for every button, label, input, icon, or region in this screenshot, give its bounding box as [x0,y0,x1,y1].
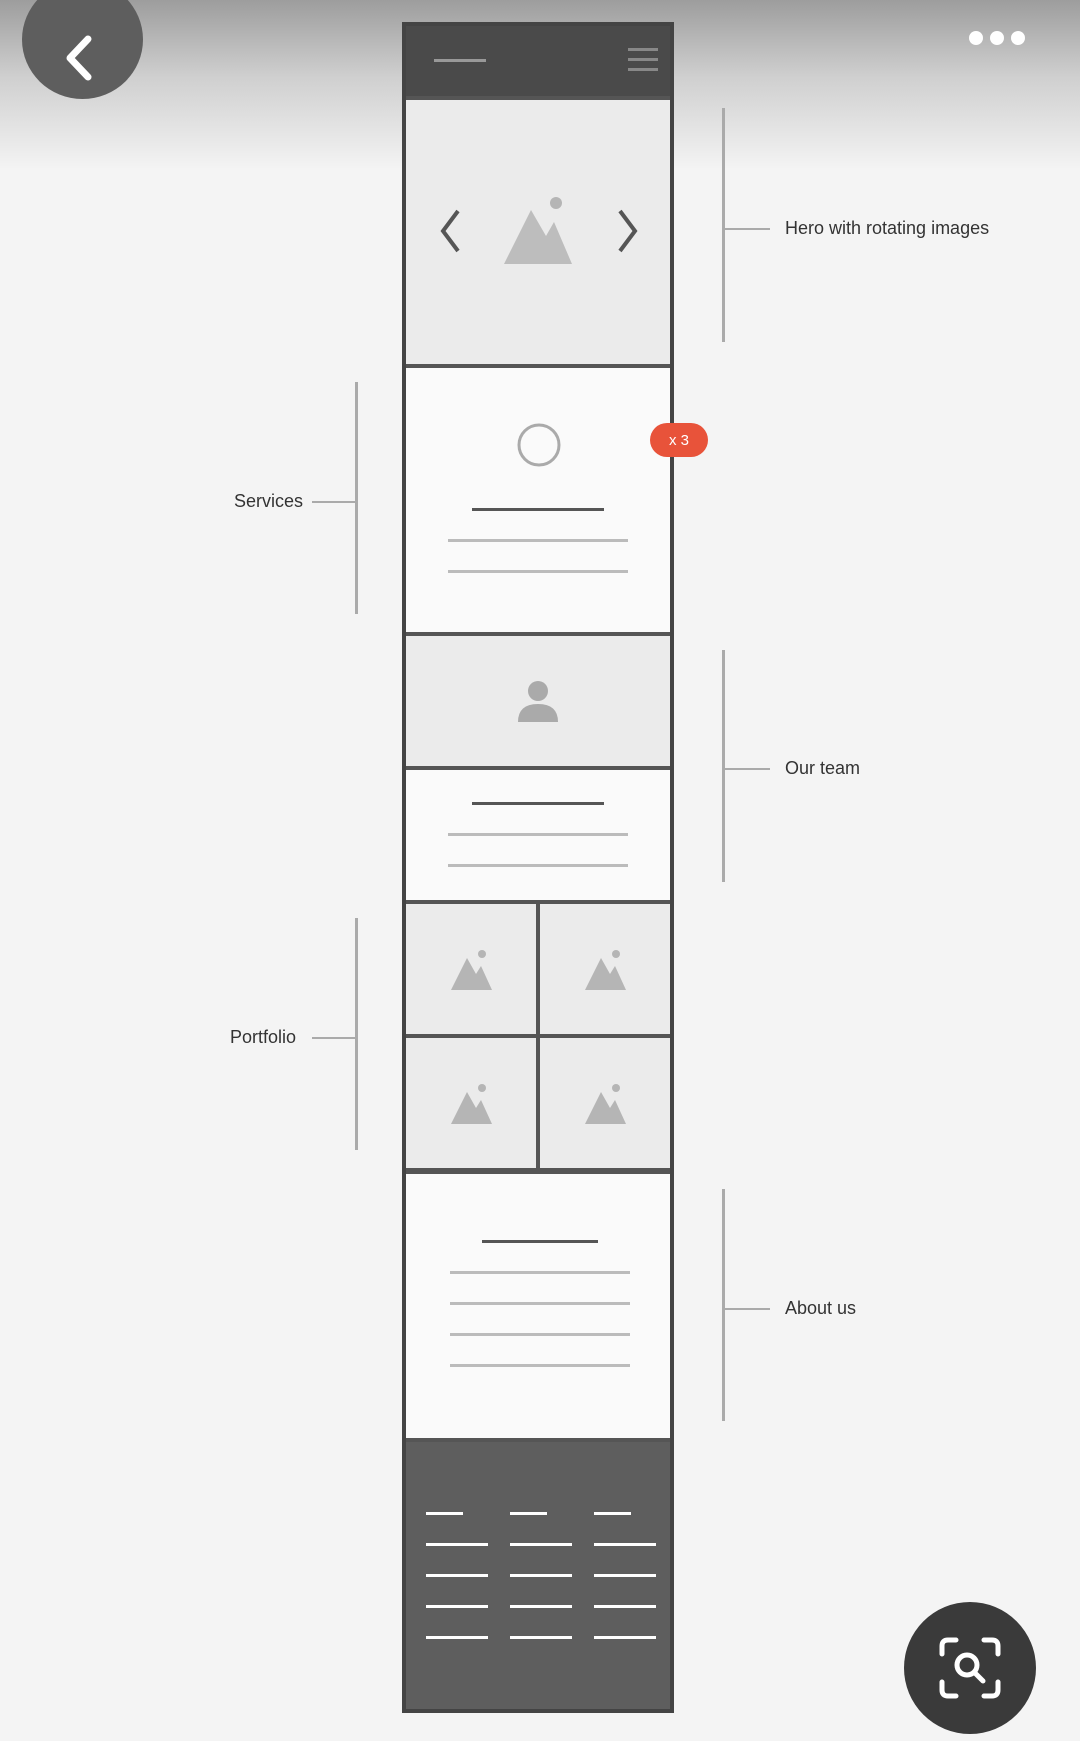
portfolio-tile [406,904,536,1034]
image-placeholder-icon [504,197,572,264]
text-placeholder [450,1271,630,1274]
repeat-badge: x 3 [650,423,708,457]
circle-icon [517,423,561,467]
back-button[interactable] [22,0,143,99]
heading-placeholder [472,508,604,511]
text-placeholder [450,1364,630,1367]
annotation-connector-about [724,1308,770,1310]
text-placeholder [450,1302,630,1305]
footer-line [510,1574,572,1577]
footer-heading-placeholder [510,1512,547,1515]
annotation-bracket-portfolio [355,918,358,1150]
annotation-bracket-services [355,382,358,614]
heading-placeholder [472,802,604,805]
annotation-portfolio: Portfolio [230,1027,297,1047]
text-placeholder [450,1333,630,1336]
footer-line [594,1574,656,1577]
annotation-team: Our team [785,758,861,778]
visual-search-button[interactable] [904,1602,1036,1734]
portfolio-tile [540,1038,670,1168]
wireframe-navbar [406,26,670,96]
annotation-hero: Hero with rotating images [785,218,990,238]
annotation-connector-hero [724,228,770,230]
wireframe-team-text [406,770,670,900]
annotation-connector-services [312,501,356,503]
image-placeholder-icon [585,950,626,990]
footer-line [510,1636,572,1639]
text-placeholder [448,864,628,867]
footer-line [594,1636,656,1639]
chevron-left-icon [66,35,91,80]
wireframe-footer [406,1442,670,1709]
visual-search-icon [939,1637,1001,1699]
annotation-bracket-about [722,1189,725,1421]
wireframe-phone [402,22,674,1713]
annotation-services: Services [234,491,304,511]
image-placeholder-icon [451,1084,492,1124]
text-placeholder [448,539,628,542]
user-icon [518,681,558,722]
footer-line [426,1636,488,1639]
footer-line [426,1543,488,1546]
chevron-right-icon [618,209,638,253]
footer-line [426,1605,488,1608]
wireframe-services [406,368,670,632]
more-horizontal-icon [969,31,1025,45]
footer-line [510,1543,572,1546]
portfolio-tile [406,1038,536,1168]
annotation-connector-portfolio [312,1037,356,1039]
annotation-bracket-team [722,650,725,882]
hamburger-menu-icon [628,48,658,71]
footer-line [594,1543,656,1546]
annotation-bracket-hero [722,108,725,342]
text-placeholder [448,570,628,573]
image-placeholder-icon [585,1084,626,1124]
text-placeholder [448,833,628,836]
image-placeholder-icon [451,950,492,990]
portfolio-tile [540,904,670,1034]
chevron-left-icon [440,209,460,253]
footer-heading-placeholder [426,1512,463,1515]
logo-placeholder [434,59,486,62]
footer-line [426,1574,488,1577]
annotation-connector-team [724,768,770,770]
footer-line [510,1605,572,1608]
wireframe-team-photo [406,636,670,766]
wireframe-hero [406,100,670,364]
annotation-about: About us [785,1298,857,1318]
more-options-button[interactable] [962,26,1032,50]
heading-placeholder [482,1240,598,1243]
footer-line [594,1605,656,1608]
footer-heading-placeholder [594,1512,631,1515]
wireframe-about [406,1174,670,1438]
